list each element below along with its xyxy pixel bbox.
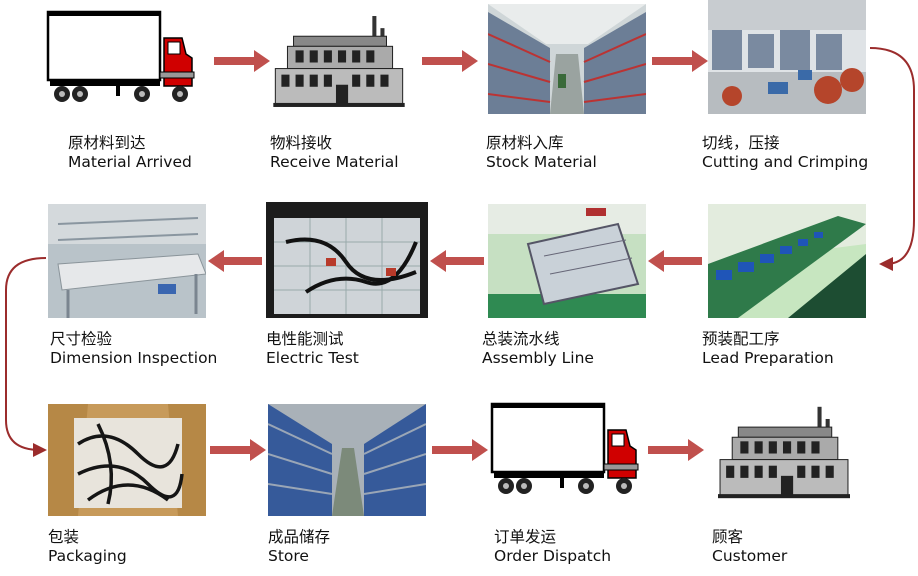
step-label-en: Stock Material	[486, 153, 597, 171]
step-label-en: Store	[268, 547, 309, 565]
arrow-right-icon	[210, 439, 266, 461]
arrow-right-icon	[432, 439, 488, 461]
step-label-cn: 原材料到达	[68, 134, 146, 152]
assembly-photo	[488, 204, 646, 318]
step-label-cn: 预装配工序	[702, 330, 780, 348]
connector-left-icon	[5, 257, 47, 457]
step-label-en: Customer	[712, 547, 788, 565]
arrow-left-icon	[208, 250, 262, 272]
step-label-cn: 原材料入库	[486, 134, 564, 152]
arrow-right-icon	[652, 50, 708, 72]
lead-prep-photo	[708, 204, 866, 318]
step-label-en: Lead Preparation	[702, 349, 834, 367]
step-label-en: Cutting and Crimping	[702, 153, 869, 171]
step-label-en: Order Dispatch	[494, 547, 612, 565]
step-label-en: Packaging	[48, 547, 127, 565]
step-label-cn: 包装	[48, 528, 80, 546]
step-label-en: Material Arrived	[68, 153, 192, 171]
step-label-en: Receive Material	[270, 153, 399, 171]
arrow-right-icon	[214, 50, 270, 72]
step-label-en: Electric Test	[266, 349, 359, 367]
step-label-cn: 电性能测试	[266, 330, 344, 348]
step-label-cn: 订单发运	[494, 528, 557, 546]
connector-right-icon	[869, 47, 915, 271]
arrow-right-icon	[648, 439, 704, 461]
packaging-photo	[48, 404, 206, 516]
arrow-left-icon	[648, 250, 702, 272]
cutting-photo	[708, 0, 866, 114]
step-label-cn: 物料接收	[270, 134, 333, 152]
step-label-cn: 顾客	[712, 528, 744, 546]
step-label-en: Dimension Inspection	[50, 349, 218, 367]
step-label-en: Assembly Line	[482, 349, 594, 367]
arrow-left-icon	[430, 250, 484, 272]
arrow-right-icon	[422, 50, 478, 72]
step-label-cn: 尺寸检验	[50, 330, 113, 348]
step-label-cn: 成品储存	[268, 528, 331, 546]
inspection-photo	[48, 204, 206, 318]
step-label-cn: 总装流水线	[482, 330, 560, 348]
warehouse-photo	[488, 4, 646, 114]
test-photo	[266, 202, 428, 318]
store-photo	[268, 404, 426, 516]
step-label-cn: 切线，压接	[702, 134, 780, 152]
